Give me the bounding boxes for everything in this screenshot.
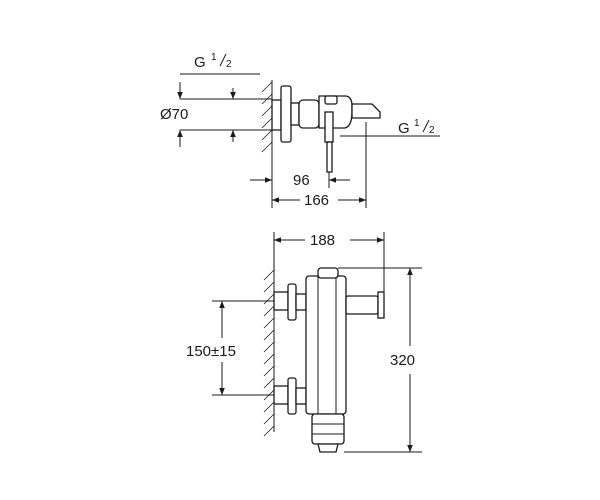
dimension-150-label: 150±15 — [186, 343, 236, 360]
depth-dimensions: 96 166 — [250, 122, 367, 209]
dimension-166-label: 166 — [304, 192, 329, 209]
width-dimension: 188 — [273, 232, 385, 292]
inlet-thread-base: G — [194, 54, 206, 71]
wall-front-view — [263, 265, 275, 437]
diameter-label: Ø70 — [160, 106, 188, 123]
centres-dimension: 150±15 — [186, 300, 274, 396]
inlet-thread-numerator: 1 — [211, 52, 217, 63]
top-view: G 1 2 Ø70 G 1 2 — [160, 52, 440, 209]
front-view: 188 150±15 320 — [186, 232, 422, 453]
fitting-front-view — [273, 267, 385, 453]
fitting-top-view — [271, 85, 381, 173]
outlet-thread-numerator: 1 — [414, 118, 420, 129]
dimension-188-label: 188 — [310, 232, 335, 249]
dimension-320-label: 320 — [390, 352, 415, 369]
diameter-dimension: Ø70 — [160, 82, 272, 147]
inlet-thread-denominator: 2 — [226, 59, 232, 70]
inlet-thread-label: G 1 2 — [194, 52, 232, 71]
dimension-96-label: 96 — [293, 172, 310, 189]
outlet-thread-base: G — [398, 120, 410, 137]
wall-top-view — [261, 80, 273, 155]
height-dimension: 320 — [338, 267, 422, 453]
outlet-thread-label: G 1 2 — [340, 118, 440, 137]
outlet-thread-denominator: 2 — [429, 125, 435, 136]
